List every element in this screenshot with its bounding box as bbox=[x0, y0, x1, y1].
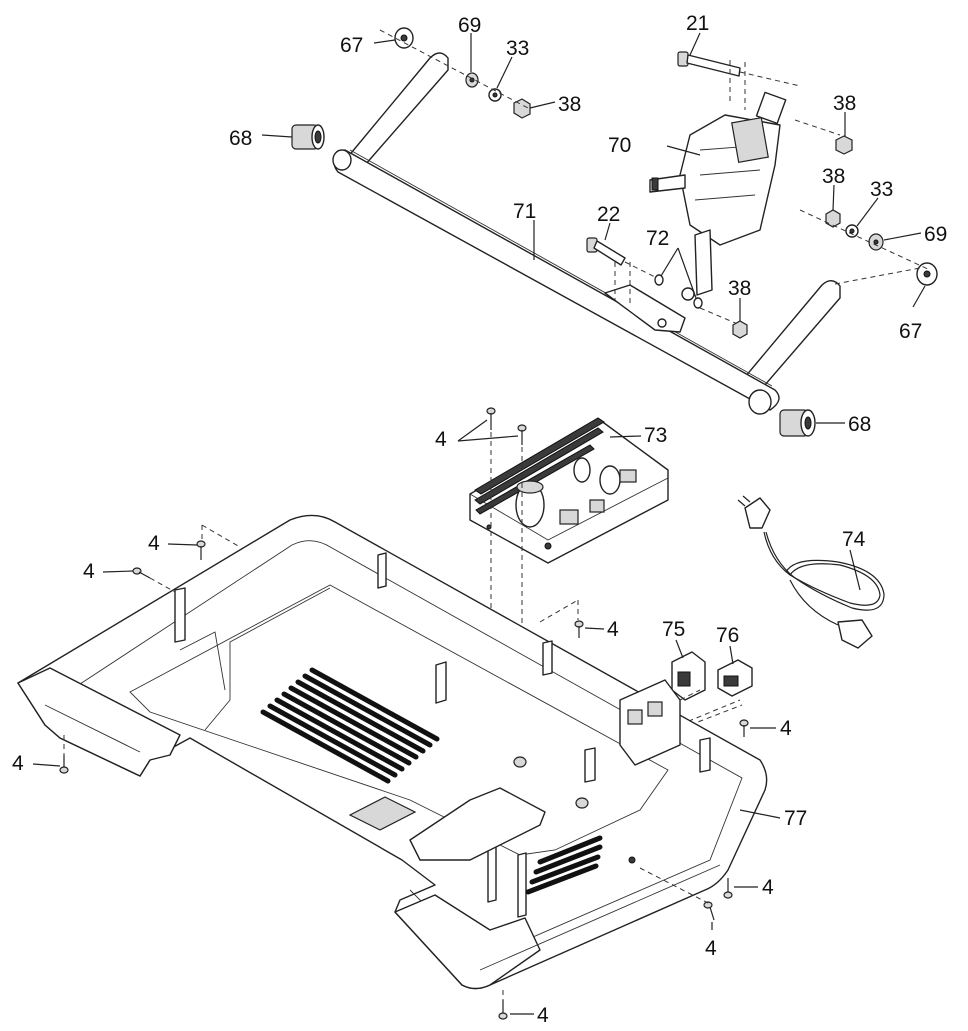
callout-38-right-upper: 38 bbox=[833, 92, 856, 115]
power-switch bbox=[717, 659, 753, 697]
vent-slots-main bbox=[260, 667, 440, 784]
washer-33-right bbox=[845, 224, 859, 238]
tube-end-left bbox=[332, 149, 352, 171]
washer-67-top bbox=[394, 27, 414, 49]
callout-4-board: 4 bbox=[435, 428, 447, 451]
callout-38-right-mid: 38 bbox=[822, 165, 845, 188]
vent-slots-front bbox=[525, 835, 603, 895]
callout-67-right: 67 bbox=[899, 320, 922, 343]
screw-4-board-a bbox=[486, 407, 496, 430]
bushing-68-left bbox=[291, 124, 325, 150]
callout-4-hood-left: 4 bbox=[83, 560, 95, 583]
callout-4-hood-top: 4 bbox=[148, 532, 160, 555]
nut-38-lower bbox=[732, 320, 748, 339]
upright-arm-left bbox=[346, 52, 449, 166]
callout-67-top: 67 bbox=[340, 34, 363, 57]
callout-4-switch: 4 bbox=[780, 717, 792, 740]
nut-38-right-mid bbox=[825, 209, 841, 228]
screw-4-hood-right-mid bbox=[574, 620, 584, 638]
callout-33-right: 33 bbox=[870, 178, 893, 201]
circuit-breaker bbox=[671, 651, 706, 701]
callout-68-right: 68 bbox=[848, 413, 871, 436]
nut-38-right-upper bbox=[835, 135, 853, 155]
pin-72-b bbox=[693, 297, 703, 309]
callout-72: 72 bbox=[646, 227, 669, 250]
callout-4-bottom-right-b: 4 bbox=[705, 937, 717, 960]
incline-motor bbox=[649, 91, 787, 301]
screw-4-bottom-left bbox=[59, 755, 69, 774]
callout-38-lower: 38 bbox=[728, 277, 751, 300]
callout-75: 75 bbox=[662, 618, 685, 641]
callout-4-bottom-front: 4 bbox=[537, 1004, 549, 1027]
callout-4-hood-right: 4 bbox=[607, 618, 619, 641]
callout-33-top: 33 bbox=[506, 37, 529, 60]
upright-arm-right bbox=[739, 280, 841, 394]
controller-board bbox=[469, 417, 669, 564]
callout-73: 73 bbox=[644, 424, 667, 447]
tube-end-right bbox=[748, 389, 772, 415]
callout-4-bottom-right-a: 4 bbox=[762, 876, 774, 899]
washer-69-top bbox=[465, 72, 479, 88]
washer-69-right bbox=[868, 233, 884, 251]
bolt-21 bbox=[677, 51, 741, 77]
nut-38-top bbox=[513, 98, 531, 119]
callout-70: 70 bbox=[608, 134, 631, 157]
callout-38-top: 38 bbox=[558, 93, 581, 116]
callout-4-bottom-left: 4 bbox=[12, 752, 24, 775]
callout-21: 21 bbox=[686, 12, 709, 35]
screw-4-bottom-front bbox=[498, 1000, 508, 1020]
callout-76: 76 bbox=[716, 624, 739, 647]
bolt-22 bbox=[586, 237, 626, 266]
washer-67-right bbox=[916, 262, 938, 286]
screw-4-board-b bbox=[517, 424, 527, 445]
incline-frame-assembly bbox=[332, 52, 841, 415]
screw-4-bottom-right-b bbox=[703, 901, 715, 921]
callout-71: 71 bbox=[513, 200, 536, 223]
screw-4-switch bbox=[739, 719, 749, 737]
callout-68-left: 68 bbox=[229, 127, 252, 150]
callout-69-right: 69 bbox=[924, 223, 947, 246]
power-cord bbox=[737, 495, 885, 649]
pin-72-a bbox=[654, 274, 664, 286]
callout-22: 22 bbox=[597, 203, 620, 226]
callout-69-top: 69 bbox=[458, 14, 481, 37]
callout-74: 74 bbox=[842, 528, 866, 551]
washer-33-top bbox=[488, 88, 502, 102]
screw-4-hood-left bbox=[132, 567, 151, 579]
callout-77: 77 bbox=[784, 807, 807, 830]
screw-4-hood-top bbox=[196, 540, 206, 560]
bushing-68-right bbox=[779, 409, 816, 437]
screw-4-bottom-right-a bbox=[723, 878, 733, 899]
